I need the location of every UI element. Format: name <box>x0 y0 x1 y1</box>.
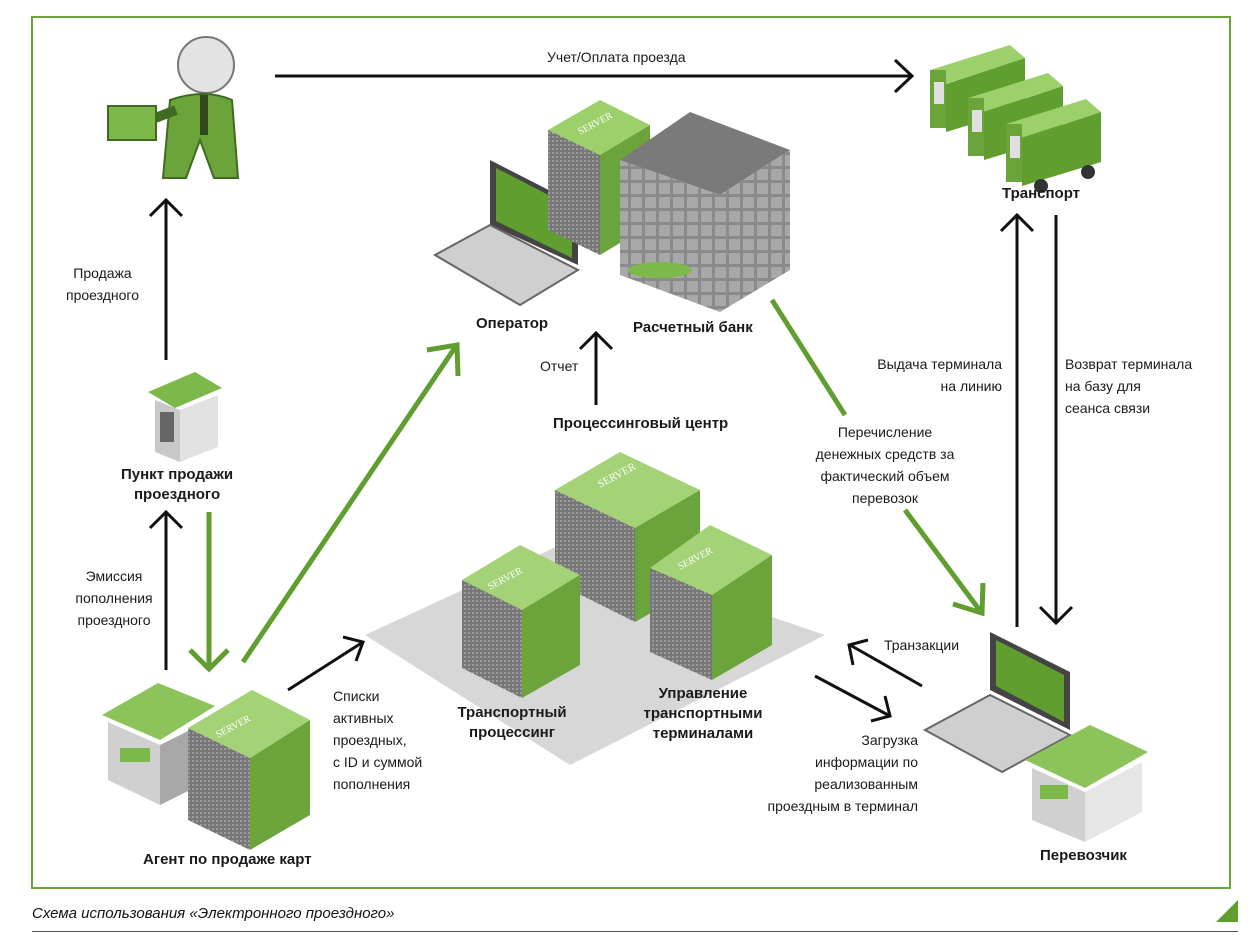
node-label-transport-processing: Транспортный процессинг <box>457 704 567 741</box>
diagram-frame <box>31 16 1231 889</box>
arrow-sale <box>148 197 184 360</box>
figure-caption: Схема использования «Электронного проезд… <box>32 905 395 922</box>
node-label-terminal-management: Управление транспортными терминалами <box>643 685 763 742</box>
node-label-processing-center: Процессинговый центр <box>553 415 729 432</box>
arrow-green-down <box>188 512 230 673</box>
arrow-green-to-operator <box>240 342 461 664</box>
edge-label-upload: Загрузка информации по реализованным про… <box>767 732 918 814</box>
arrow-report <box>578 330 614 405</box>
arrow-upload <box>814 674 892 723</box>
server-left-icon <box>462 545 580 698</box>
edge-label-emission: Эмиссия пополнения проездного <box>75 568 153 628</box>
arrow-return-terminal <box>1038 215 1074 626</box>
node-label-operator: Оператор <box>476 315 549 332</box>
edge-label-lists: Списки активных проездных, с ID и суммой… <box>333 688 423 792</box>
node-label-agent: Агент по продаже карт <box>143 851 312 868</box>
node-label-point-of-sale: Пункт продажи проездного <box>121 466 234 503</box>
agent-building-icon <box>102 683 215 805</box>
corner-triangle-icon <box>1216 900 1238 922</box>
carrier-building-icon <box>1025 725 1148 842</box>
node-label-transport: Транспорт <box>1002 185 1081 202</box>
arrow-lists <box>287 635 365 692</box>
node-label-carrier: Перевозчик <box>1040 847 1127 864</box>
arrow-payment <box>275 58 915 94</box>
edge-label-transfer: Перечисление денежных средств за фактиче… <box>815 424 955 506</box>
edge-label-transactions: Транзакции <box>884 637 960 653</box>
caption-rule <box>32 931 1238 932</box>
node-label-bank: Расчетный банк <box>633 319 753 336</box>
arrow-emission <box>148 509 184 670</box>
arrow-transactions <box>847 638 923 688</box>
bank-building-icon <box>620 112 790 312</box>
server-right-icon <box>650 525 772 680</box>
agent-server-icon <box>188 690 310 850</box>
edge-label-return-terminal: Возврат терминала на базу для сеанса свя… <box>1065 356 1193 416</box>
bus-icon <box>930 45 1101 193</box>
carrier-laptop-icon <box>922 632 1073 774</box>
edge-label-sale: Продажа проездного <box>66 265 140 303</box>
arrow-transfer <box>769 298 986 617</box>
edge-label-payment: Учет/Оплата проезда <box>547 49 686 65</box>
edge-label-issue-terminal: Выдача терминала на линию <box>877 356 1002 394</box>
kiosk-icon <box>148 372 222 462</box>
arrow-issue-terminal <box>999 212 1035 627</box>
person-icon <box>107 36 240 179</box>
edge-label-report: Отчет <box>540 358 579 374</box>
operator-laptop-icon <box>432 160 581 307</box>
